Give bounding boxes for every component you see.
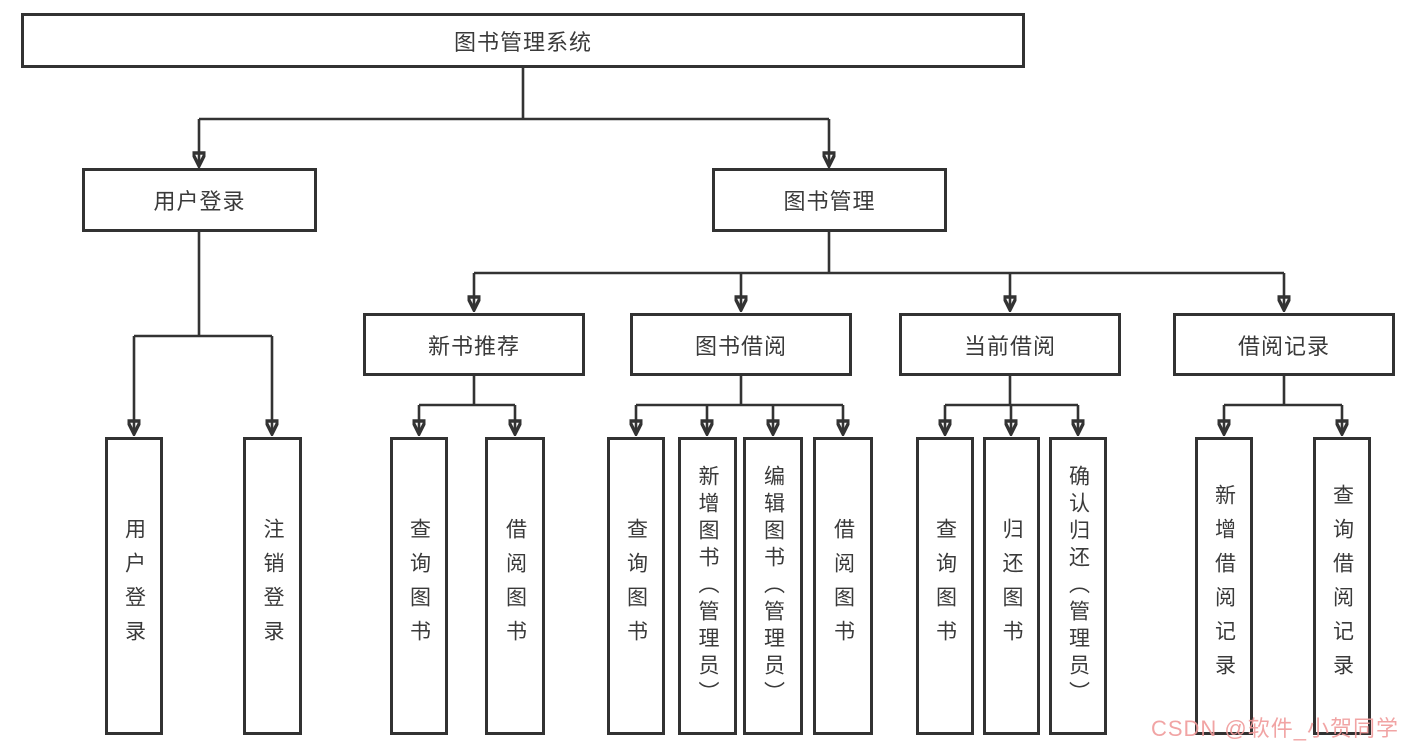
leaf-borrow-book-1: 借阅图书 bbox=[485, 437, 545, 735]
leaf-add-borrow-record-label: 新增借阅记录 bbox=[1212, 484, 1236, 688]
node-user-login: 用户登录 bbox=[82, 168, 317, 232]
leaf-borrow-book-2: 借阅图书 bbox=[813, 437, 873, 735]
leaf-confirm-return-admin-label: 确认归还（管理员） bbox=[1066, 464, 1090, 708]
node-borrow-record-label: 借阅记录 bbox=[1237, 333, 1330, 359]
leaf-query-book-3-label: 查询图书 bbox=[933, 518, 957, 654]
node-user-login-label: 用户登录 bbox=[153, 189, 246, 214]
leaf-query-borrow-record-label: 查询借阅记录 bbox=[1330, 484, 1354, 688]
node-book-management-label: 图书管理 bbox=[783, 189, 876, 214]
edge-new-book-fork bbox=[419, 376, 515, 434]
leaf-confirm-return-admin: 确认归还（管理员） bbox=[1049, 437, 1107, 735]
leaf-user-login: 用户登录 bbox=[105, 437, 163, 735]
leaf-add-book-admin: 新增图书（管理员） bbox=[678, 437, 737, 735]
leaf-borrow-book-1-label: 借阅图书 bbox=[503, 518, 527, 654]
leaf-query-book-1-label: 查询图书 bbox=[407, 518, 431, 654]
node-new-book-recommend-label: 新书推荐 bbox=[427, 333, 520, 359]
edge-root-fork bbox=[199, 68, 829, 166]
leaf-add-book-admin-label: 新增图书（管理员） bbox=[696, 464, 719, 708]
node-book-management: 图书管理 bbox=[712, 168, 947, 232]
leaf-user-login-label: 用户登录 bbox=[122, 518, 146, 654]
node-current-borrow-label: 当前借阅 bbox=[963, 333, 1056, 359]
node-book-borrow: 图书借阅 bbox=[630, 313, 852, 376]
leaf-borrow-book-2-label: 借阅图书 bbox=[831, 518, 855, 654]
leaf-edit-book-admin: 编辑图书（管理员） bbox=[743, 437, 803, 735]
node-library-system-label: 图书管理系统 bbox=[453, 29, 592, 55]
leaf-return-book-label: 归还图书 bbox=[1000, 518, 1023, 654]
leaf-return-book: 归还图书 bbox=[983, 437, 1040, 735]
csdn-watermark: CSDN @软件_小贺同学 bbox=[1150, 716, 1399, 741]
leaf-edit-book-admin-label: 编辑图书（管理员） bbox=[761, 464, 785, 708]
edge-book-mgmt-fork bbox=[474, 232, 1284, 310]
leaf-logout: 注销登录 bbox=[243, 437, 302, 735]
node-borrow-record: 借阅记录 bbox=[1173, 313, 1395, 376]
edge-book-borrow-fork bbox=[636, 376, 843, 434]
leaf-query-book-2: 查询图书 bbox=[607, 437, 665, 735]
edge-current-borrow-fork bbox=[945, 376, 1078, 434]
node-current-borrow: 当前借阅 bbox=[899, 313, 1121, 376]
node-library-system: 图书管理系统 bbox=[21, 13, 1025, 68]
leaf-query-borrow-record: 查询借阅记录 bbox=[1313, 437, 1371, 735]
leaf-query-book-1: 查询图书 bbox=[390, 437, 448, 735]
edge-user-login-fork bbox=[134, 232, 272, 434]
node-book-borrow-label: 图书借阅 bbox=[694, 333, 787, 359]
leaf-add-borrow-record: 新增借阅记录 bbox=[1195, 437, 1253, 735]
edge-borrow-record-fork bbox=[1224, 376, 1342, 434]
node-new-book-recommend: 新书推荐 bbox=[363, 313, 585, 376]
leaf-query-book-3: 查询图书 bbox=[916, 437, 974, 735]
leaf-logout-label: 注销登录 bbox=[261, 518, 284, 654]
leaf-query-book-2-label: 查询图书 bbox=[624, 518, 648, 654]
